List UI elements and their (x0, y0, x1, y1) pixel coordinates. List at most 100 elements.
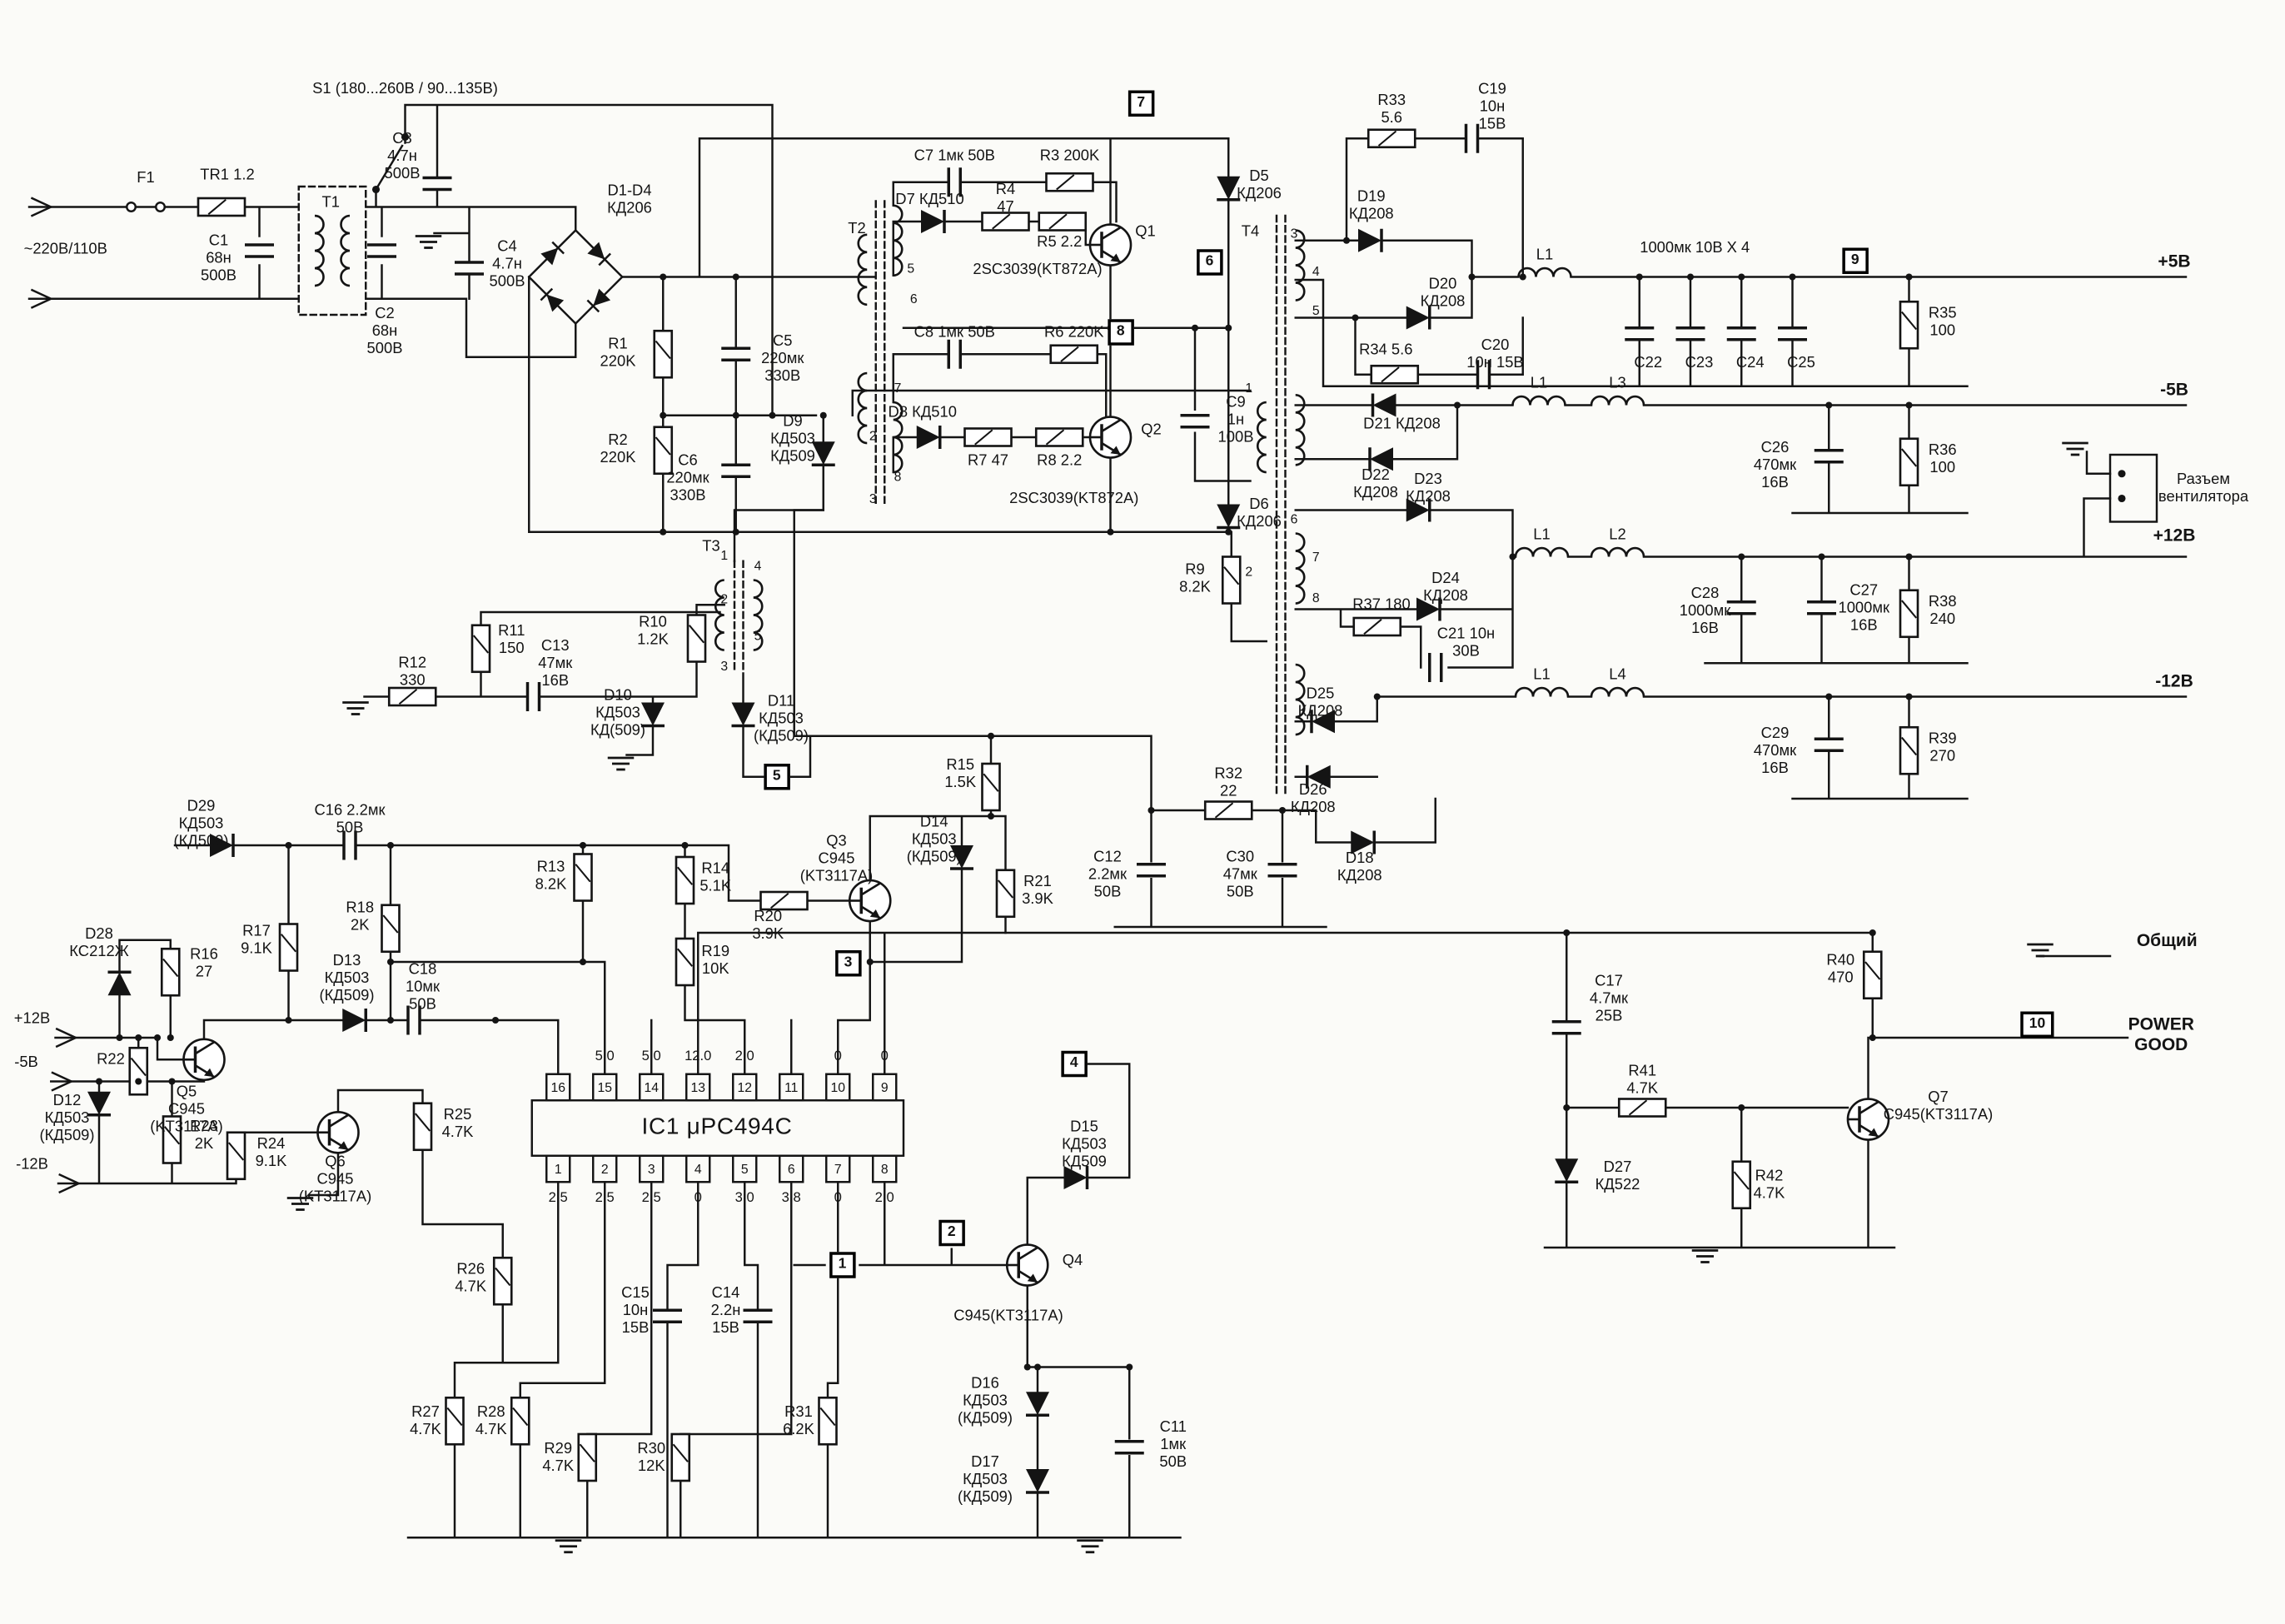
label-r20: R20 3.9K (752, 908, 784, 944)
label-r4: R4 47 (995, 181, 1016, 216)
label-d9: D9 КД503 КД509 (770, 412, 815, 466)
choke-l3-symbol (1590, 395, 1645, 406)
label-d21: D21 КД208 (1363, 415, 1441, 433)
choke-l4-symbol (1590, 686, 1645, 698)
label-c13: C13 47мк 16В (538, 637, 573, 690)
t4-pin: 6 (1290, 511, 1298, 526)
t4-pin: 4 (1312, 263, 1320, 279)
label-l2: L2 (1609, 526, 1626, 544)
ic1-value-bottom: 2.0 (874, 1189, 894, 1207)
t2-pin: 8 (894, 469, 902, 485)
label-r2: R2 220K (600, 431, 636, 466)
label-l1c: L1 (1533, 526, 1551, 544)
ground-icon (606, 756, 635, 771)
transistor-q2-symbol (1088, 415, 1133, 460)
flag-1: 1 (829, 1252, 855, 1278)
dio-d13-symbol (341, 1007, 367, 1034)
label-r3: R3 200K (1039, 147, 1100, 165)
ic1-value-top: 12.0 (685, 1049, 712, 1065)
res-r15-symbol (981, 762, 1001, 812)
res-r7-symbol (963, 427, 1013, 447)
output-p5-label: +5В (2158, 251, 2191, 271)
s1-switch-blade[interactable] (374, 144, 404, 192)
res-r13-symbol (573, 853, 593, 902)
label-d13: D13 КД503 (КД509) (319, 952, 375, 1004)
label-q2: Q2 (1141, 421, 1162, 439)
label-q1-type: 2SC3039(KT872A) (973, 261, 1103, 279)
ic1-pin-10: 10 (830, 1079, 846, 1095)
t2-pin: 3 (869, 491, 877, 506)
label-q4: Q4 (1062, 1252, 1083, 1270)
label-r16: R16 27 (190, 945, 218, 981)
label-r28: R28 4.7K (475, 1403, 507, 1439)
ic1-value-bottom: 2.5 (595, 1189, 615, 1207)
label-r36: R36 100 (1928, 441, 1957, 477)
label-d29: D29 КД503 (КД509) (173, 797, 229, 850)
label-r18: R18 2K (346, 899, 375, 934)
output-m5-label: -5В (2160, 379, 2188, 400)
res-r34-symbol (1370, 364, 1420, 385)
cap-c23-symbol (1674, 326, 1707, 341)
label-r15: R15 1.5K (944, 756, 977, 792)
label-r7: R7 47 (967, 451, 1009, 470)
ic1-pin-9: 9 (880, 1079, 889, 1095)
label-r35: R35 100 (1928, 304, 1957, 340)
label-c11: C11 1мк 50В (1159, 1418, 1187, 1471)
label-r9: R9 8.2K (1179, 560, 1211, 596)
label-r12: R12 330 (398, 654, 427, 690)
res-r14-symbol (675, 855, 695, 905)
fan-connector[interactable] (2108, 453, 2158, 523)
res-r29-symbol (577, 1432, 598, 1482)
ic1-pin-5: 5 (740, 1161, 749, 1177)
label-r26: R26 4.7K (455, 1260, 487, 1296)
t4-pin: 1 (1245, 380, 1253, 396)
label-c24: C24 (1735, 354, 1765, 372)
flag-10: 10 (2020, 1011, 2054, 1038)
label-c14: C14 2.2н 15В (710, 1284, 741, 1337)
cap-c12-symbol (1135, 863, 1167, 878)
cap-c1-symbol (243, 243, 276, 258)
ac-input-label: ~220В/110В (23, 240, 107, 258)
flag-8: 8 (1108, 319, 1134, 346)
label-r10: R10 1.2K (637, 613, 669, 649)
res-r9-symbol (1221, 555, 1242, 605)
ic1-pin-11: 11 (784, 1079, 799, 1095)
label-d11: D11 КД503 (КД509) (753, 692, 809, 745)
label-c27: C27 1000мк 16В (1838, 581, 1890, 635)
ic1-pin-14: 14 (644, 1079, 660, 1095)
t3-pin: 3 (720, 659, 729, 674)
label-d15: D15 КД503 КД509 (1062, 1118, 1107, 1171)
t3-pin: 5 (754, 628, 762, 643)
label-d7: D7 КД510 (895, 191, 964, 209)
t3-core (733, 560, 744, 675)
cap-c22-symbol (1623, 326, 1655, 341)
dio-d11-symbol (729, 700, 757, 728)
ic1-pin-16: 16 (550, 1079, 566, 1095)
sense-p12-label: +12В (13, 1009, 51, 1028)
dio-d21-symbol (1371, 391, 1398, 419)
cap-c9-symbol (1178, 414, 1212, 429)
label-r14: R14 5.1K (699, 859, 732, 895)
t3-pin: 1 (720, 548, 729, 563)
cap-c3-symbol (421, 176, 454, 192)
res-r25-symbol (412, 1102, 433, 1152)
t4-pin: 3 (1290, 226, 1298, 241)
dio-d27-symbol (1553, 1157, 1580, 1183)
label-d22: D22 КД208 (1353, 466, 1398, 501)
res-r41-symbol (1617, 1098, 1667, 1118)
label-l3: L3 (1609, 374, 1626, 392)
ic1-value-bottom: 0 (834, 1189, 842, 1207)
ic1-value-bottom: 3.0 (734, 1189, 754, 1207)
label-r41: R41 4.7K (1626, 1062, 1659, 1098)
label-r17: R17 9.1K (241, 922, 272, 958)
wires-power-good (1004, 931, 2129, 1249)
choke-l1b-symbol (1511, 395, 1566, 406)
label-c16: C16 2.2мк 50В (314, 801, 386, 837)
label-d16: D16 КД503 (КД509) (957, 1374, 1013, 1427)
res-r27-symbol (445, 1396, 465, 1446)
terminal-arrows (30, 197, 82, 1194)
label-l1a: L1 (1536, 246, 1554, 264)
t1-transformer-box (297, 185, 367, 316)
choke-l2-symbol (1590, 546, 1645, 558)
